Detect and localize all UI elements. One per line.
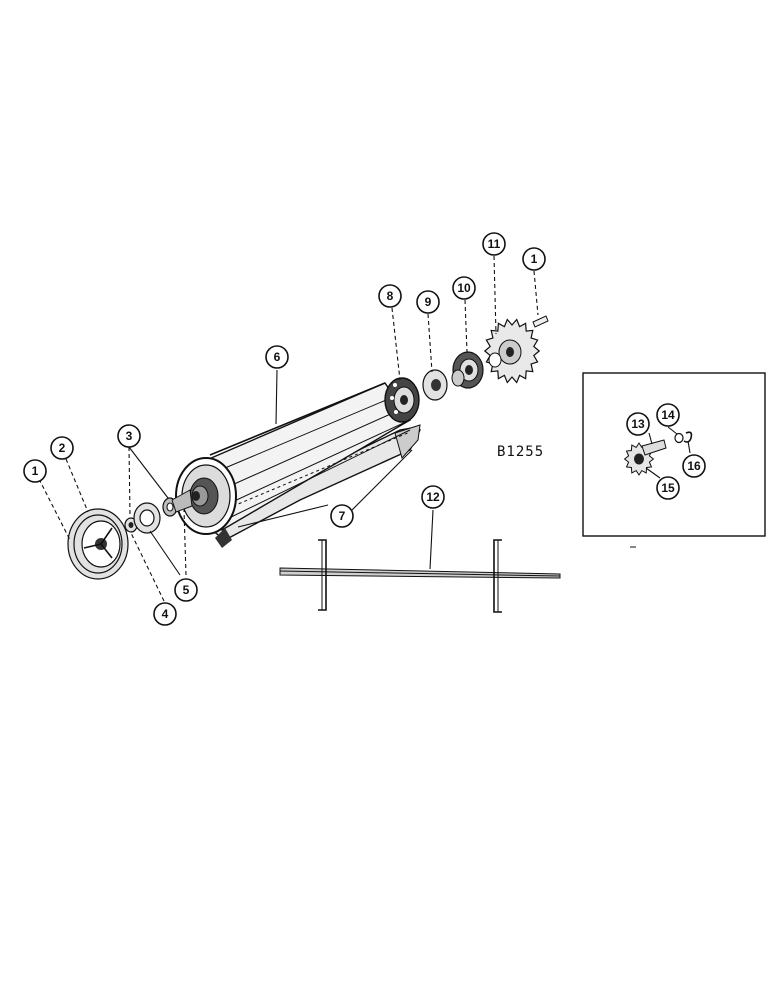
callout-4: 4 <box>153 602 177 626</box>
leader-2 <box>65 458 89 513</box>
right-flange-part <box>422 369 448 401</box>
callout-label: 7 <box>339 509 346 523</box>
leader-1-left <box>38 478 71 541</box>
leader-13 <box>648 432 653 445</box>
callout-label: 2 <box>59 441 66 455</box>
bearing-flange-part <box>133 502 161 534</box>
leader-7a <box>237 504 329 528</box>
callout-6: 6 <box>265 345 289 369</box>
feeder-roll-part <box>171 382 422 548</box>
leader-10 <box>464 299 468 353</box>
pulley-part <box>67 508 129 580</box>
sprocket-part <box>483 318 541 384</box>
callout-10: 10 <box>452 276 476 300</box>
callout-14: 14 <box>656 403 680 427</box>
callout-13: 13 <box>626 412 650 436</box>
callout-label: 14 <box>661 408 675 422</box>
pin-part-right <box>532 315 549 328</box>
right-bearing-part <box>384 377 420 423</box>
reference-code: B1255 <box>497 444 544 460</box>
leader-14 <box>667 426 678 435</box>
callout-label: 10 <box>457 281 471 295</box>
leader-lines <box>38 255 691 602</box>
callout-label: 13 <box>631 417 645 431</box>
callout-label: 1 <box>32 464 39 478</box>
leader-3b <box>128 446 169 499</box>
callout-label: 12 <box>426 490 440 504</box>
leader-4 <box>130 532 165 602</box>
leader-16 <box>687 440 691 454</box>
leader-5a <box>149 530 181 576</box>
callouts: 1 2 3 4 5 6 7 8 9 10 11 <box>23 232 706 626</box>
leader-1-right <box>533 270 539 316</box>
callout-label: 15 <box>661 481 675 495</box>
callout-label: 8 <box>387 289 394 303</box>
callout-1-left: 1 <box>23 459 47 483</box>
leader-3a <box>128 446 131 517</box>
callout-label: 6 <box>274 350 281 364</box>
callout-11: 11 <box>482 232 506 256</box>
shaft-part <box>279 539 561 613</box>
leader-6 <box>275 369 278 425</box>
callout-label: 1 <box>531 252 538 266</box>
callout-2: 2 <box>50 436 74 460</box>
callout-8: 8 <box>378 284 402 308</box>
callout-label: 4 <box>162 607 169 621</box>
callout-1-right: 1 <box>522 247 546 271</box>
callout-label: 5 <box>183 583 190 597</box>
flange-bearing-part <box>451 351 484 389</box>
callout-16: 16 <box>682 454 706 478</box>
callout-9: 9 <box>416 290 440 314</box>
callout-7: 7 <box>330 504 354 528</box>
callout-label: 11 <box>488 237 501 251</box>
callout-5: 5 <box>174 578 198 602</box>
callout-label: 9 <box>425 295 432 309</box>
leader-7b <box>351 449 413 511</box>
leader-11 <box>493 255 497 335</box>
callout-15: 15 <box>656 476 680 500</box>
leader-15 <box>645 467 661 479</box>
callout-3: 3 <box>117 424 141 448</box>
inset-detail-box <box>582 372 766 537</box>
leader-5b <box>183 509 187 576</box>
leader-8 <box>391 307 401 381</box>
leader-12 <box>429 509 434 570</box>
callout-label: 3 <box>126 429 133 443</box>
callout-label: 16 <box>687 459 701 473</box>
callout-12: 12 <box>421 485 445 509</box>
leader-9 <box>427 313 433 373</box>
